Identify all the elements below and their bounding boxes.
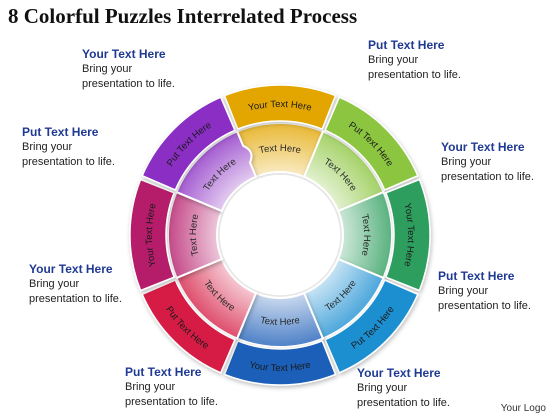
callout-lower-right: Put Text Here Bring your presentation to… [438,268,531,314]
callout-bottom-left: Put Text Here Bring your presentation to… [125,364,218,410]
callout-line: presentation to life. [125,396,218,408]
callout-line: presentation to life. [82,78,175,90]
callout-heading: Your Text Here [29,262,113,276]
callout-upper-right: Your Text Here Bring your presentation t… [441,139,534,185]
segment-outer-label: Your Text Here [247,99,312,114]
callout-line: Bring your [368,54,419,66]
callout-heading: Put Text Here [438,269,515,283]
center-circle [218,173,342,297]
callout-line: Bring your [29,278,80,290]
puzzle-piece-outer [129,178,176,292]
callout-heading: Your Text Here [441,140,525,154]
callout-heading: Put Text Here [125,365,202,379]
callout-line: presentation to life. [438,300,531,312]
callout-line: presentation to life. [441,171,534,183]
puzzle-piece-outer [324,96,419,191]
callout-upper-left: Put Text Here Bring your presentation to… [22,124,115,170]
callout-line: Bring your [125,381,176,393]
callout-line: Bring your [22,141,73,153]
callout-top-right: Put Text Here Bring your presentation to… [368,37,461,83]
callout-line: Bring your [438,285,489,297]
callout-lower-left: Your Text Here Bring your presentation t… [29,261,122,307]
puzzle-piece-outer [223,339,337,386]
callout-line: presentation to life. [357,397,450,409]
callout-line: Bring your [82,63,133,75]
puzzle-piece-outer [141,279,236,374]
puzzle-piece-outer [384,178,431,292]
puzzle-piece-outer [223,84,337,131]
callout-heading: Put Text Here [368,38,445,52]
callout-top-left: Your Text Here Bring your presentation t… [82,46,175,92]
callout-line: Bring your [441,156,492,168]
callout-line: Bring your [357,382,408,394]
callout-heading: Put Text Here [22,125,99,139]
callout-heading: Your Text Here [357,366,441,380]
segment-outer-label: Your Text Here [144,202,159,267]
logo-text: Your Logo [500,403,546,414]
puzzle-piece-inner [175,130,258,213]
page-title: 8 Colorful Puzzles Interrelated Process [8,4,358,28]
callout-line: presentation to life. [368,69,461,81]
callout-bottom-right: Your Text Here Bring your presentation t… [357,365,450,411]
callout-line: presentation to life. [29,293,122,305]
segment-inner-label: Text Here [259,315,301,328]
puzzle-piece-outer [324,279,419,374]
callout-heading: Your Text Here [82,47,166,61]
segment-outer-label: Your Text Here [401,202,416,267]
puzzle-piece-outer [141,96,236,191]
callout-line: presentation to life. [22,156,115,168]
segment-outer-label: Your Text Here [248,360,311,374]
